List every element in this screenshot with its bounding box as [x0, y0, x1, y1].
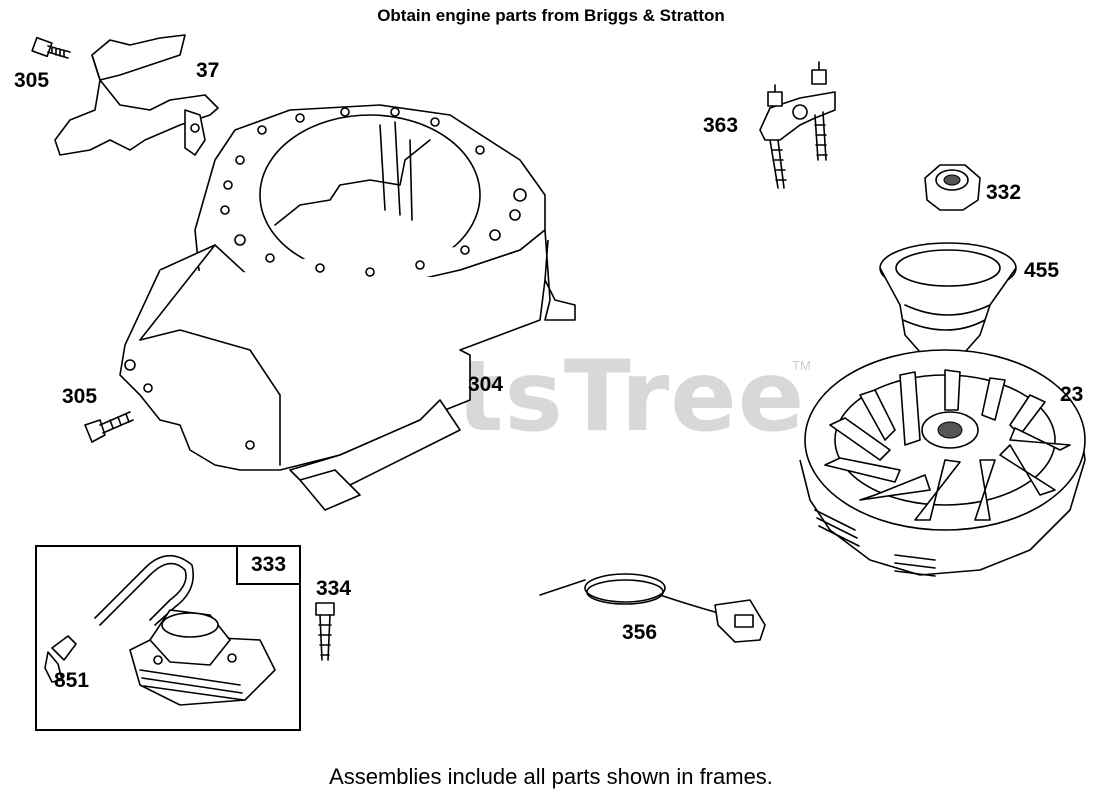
terminal-851[interactable] — [44, 635, 77, 683]
callout-363[interactable]: 363 — [703, 114, 739, 137]
air-guide-37[interactable] — [54, 34, 219, 156]
callout-305-bottom[interactable]: 305 — [62, 385, 98, 408]
bolt-305-top[interactable] — [31, 36, 71, 59]
nut-332[interactable] — [924, 164, 981, 211]
callout-304[interactable]: 304 — [468, 373, 504, 396]
callout-851[interactable]: 851 — [54, 669, 90, 692]
ground-wire-356[interactable] — [539, 573, 766, 643]
bolt-334[interactable] — [315, 602, 335, 661]
flywheel-23[interactable] — [799, 349, 1086, 577]
callout-37[interactable]: 37 — [196, 59, 220, 82]
bracket-363[interactable] — [759, 61, 836, 189]
watermark-tm: TM — [792, 358, 811, 373]
callout-334[interactable]: 334 — [316, 577, 352, 600]
diagram-title: Obtain engine parts from Briggs & Stratt… — [377, 6, 725, 25]
callout-305-top[interactable]: 305 — [14, 69, 50, 92]
starter-cup-455[interactable] — [879, 242, 1017, 353]
footer-note: Assemblies include all parts shown in fr… — [329, 764, 773, 789]
callout-455[interactable]: 455 — [1024, 259, 1060, 282]
assembly-frame-333 — [35, 545, 301, 731]
callout-356[interactable]: 356 — [622, 621, 658, 644]
callout-333[interactable]: 333 — [236, 545, 301, 585]
ignition-armature-333[interactable] — [94, 554, 276, 706]
blower-housing-304[interactable] — [119, 104, 576, 511]
callout-332[interactable]: 332 — [986, 181, 1022, 204]
bolt-305-bottom[interactable] — [84, 411, 134, 443]
callout-23[interactable]: 23 — [1060, 383, 1084, 406]
